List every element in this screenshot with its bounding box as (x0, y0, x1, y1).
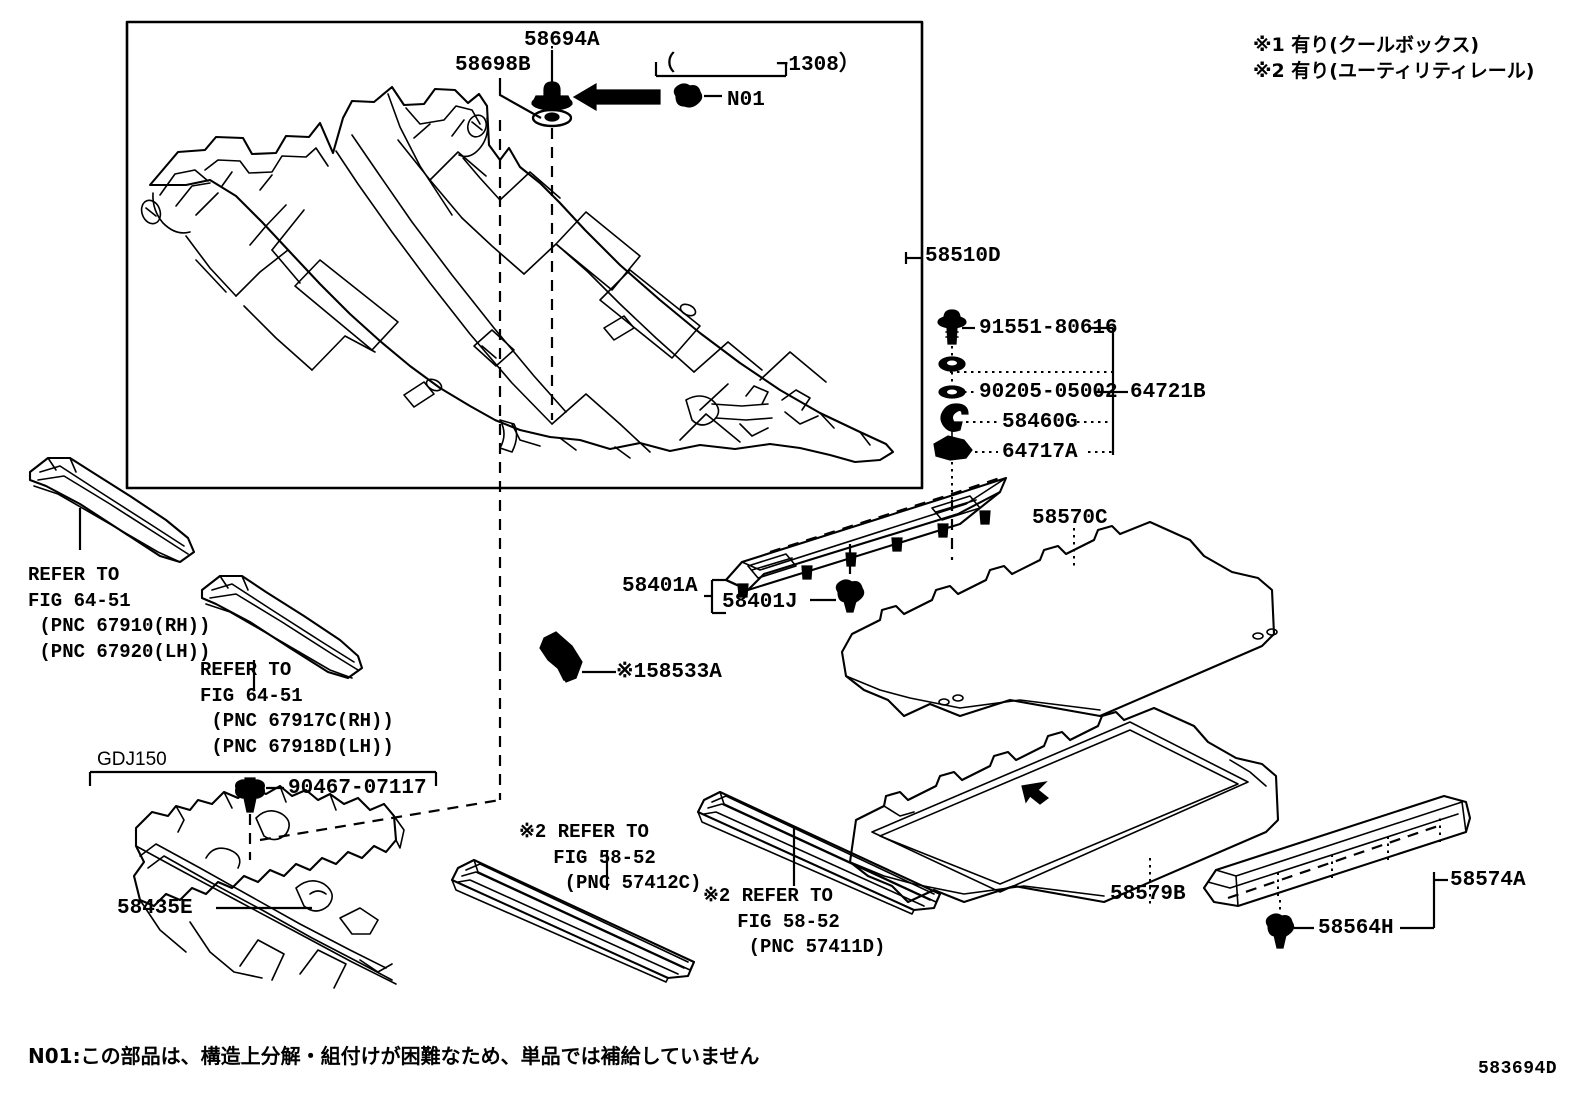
label-90467-07117: 90467-07117 (288, 777, 427, 800)
label-58564h: 58564H (1318, 917, 1394, 940)
label-date-range: （ −1308） (654, 54, 860, 77)
rear-trim-58574a (1202, 794, 1472, 949)
carpet-leader (904, 252, 922, 264)
scuff-plate-rear (200, 574, 364, 690)
legend-note-2: ※2 有り(ユーティリティレール) (1253, 60, 1535, 82)
label-58574a: 58574A (1450, 869, 1526, 892)
label-gdj150: GDJ150 (97, 749, 167, 770)
legend-note-1: ※1 有り(クールボックス) (1253, 34, 1480, 56)
label-91551-80616: 91551-80616 (979, 317, 1118, 340)
refer-block-scuff-front: REFER TO FIG 64-51 (PNC 67910(RH)) (PNC … (28, 564, 211, 663)
label-58570c: 58570C (1032, 507, 1108, 530)
rail-58401a (704, 476, 1008, 615)
diagram-code: 583694D (1478, 1059, 1558, 1079)
utility-rail-right (696, 790, 942, 915)
hook-58533a (539, 631, 616, 683)
deck-board-58570c (840, 520, 1278, 718)
label-58460g: 58460G (1002, 411, 1078, 434)
refer-block-rail-right: ※2 REFER TO FIG 58-52 (PNC 57411D) (703, 885, 886, 959)
scuff-plate-front (28, 456, 196, 564)
label-58401a: 58401A (622, 575, 698, 598)
label-90205-05002: 90205-05002 (979, 381, 1118, 404)
label-58533a: ※158533A (616, 661, 722, 684)
label-58694a: 58694A (524, 29, 600, 52)
label-58401j: 58401J (722, 591, 798, 614)
floor-board-58579b (848, 706, 1280, 906)
silencer-58435e (132, 784, 405, 989)
label-58435e: 58435E (117, 897, 193, 920)
n01-nut-callout (572, 62, 788, 112)
frame-box (125, 20, 924, 490)
footnote-n01: N01:この部品は、構造上分解・組付けが困難なため、単品では補給していません (28, 1044, 760, 1068)
label-n01: N01 (727, 89, 765, 112)
refer-block-rail-left: ※2 REFER TO FIG 58-52 (PNC 57412C) (519, 821, 702, 895)
fastener-stack (933, 309, 1128, 560)
label-64721b: 64721B (1130, 381, 1206, 404)
refer-block-scuff-rear: REFER TO FIG 64-51 (PNC 67917C(RH)) (PNC… (200, 659, 394, 758)
label-64717a: 64717A (1002, 441, 1078, 464)
clip-90467 (88, 770, 501, 860)
floor-carpet-part (140, 85, 895, 464)
label-58698b: 58698B (455, 54, 531, 77)
grommet-assembly (498, 46, 573, 800)
label-58579b: 58579B (1110, 883, 1186, 906)
label-58510d: 58510D (925, 245, 1001, 268)
utility-rail-left (450, 852, 696, 983)
